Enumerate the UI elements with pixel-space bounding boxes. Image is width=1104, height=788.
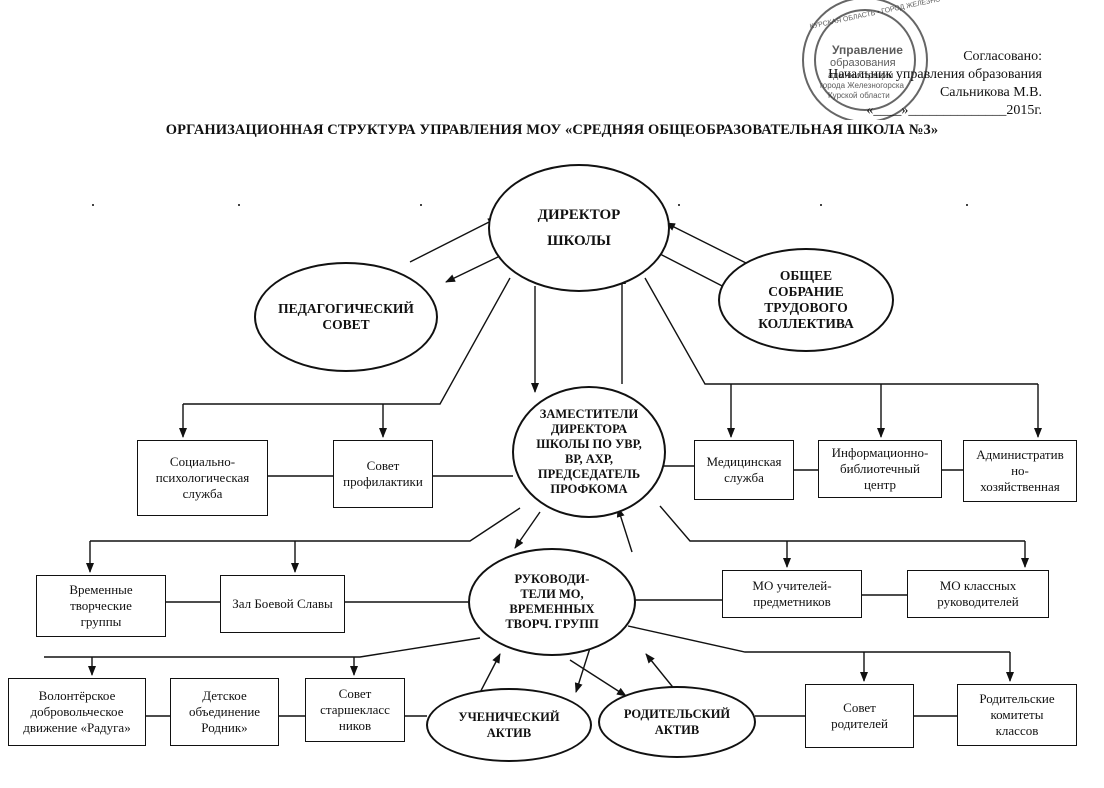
node-parent-committees-label: Родительские комитеты классов [979, 691, 1055, 738]
scan-dot [678, 204, 680, 206]
node-pedagogical-council-label: ПЕДАГОГИЧЕСКИЙ СОВЕТ [278, 301, 414, 332]
stamp-text-5: Курской области [828, 91, 890, 100]
node-pedagogical-council: ПЕДАГОГИЧЕСКИЙ СОВЕТ [254, 262, 438, 372]
node-social-service: Социально- психологическая служба [137, 440, 268, 516]
arrow-deputies-to-heads [514, 511, 541, 549]
scan-dot [820, 204, 822, 206]
node-rodnik: Детское объединение Родник» [170, 678, 279, 746]
approval-line-1: Согласовано: [963, 49, 1042, 64]
node-glory-hall-label: Зал Боевой Славы [232, 596, 333, 611]
line-heads-left-branch [44, 637, 481, 658]
stamp-text-4: города Железногорска [820, 81, 905, 90]
page-title: ОРГАНИЗАЦИОННАЯ СТРУКТУРА УПРАВЛЕНИЯ МОУ… [165, 122, 939, 138]
arrow-heads-to-deputies [616, 507, 633, 553]
node-deputies-label: ЗАМЕСТИТЕЛИ ДИРЕКТОРА ШКОЛЫ ПО УВР, ВР, … [536, 407, 642, 496]
line-deputies-right-branch [659, 505, 1025, 542]
stamp-text-2: образования [830, 57, 896, 69]
node-mo-teachers: МО учителей- предметников [722, 570, 862, 618]
line-director-left-branch [183, 277, 511, 405]
node-director: ДИРЕКТОР ШКОЛЫ [488, 164, 670, 292]
arrow-heads-to-student [574, 647, 591, 693]
stamp-text-3: администрации [828, 70, 893, 80]
node-mo-class: МО классных руководителей [907, 570, 1049, 618]
approval-line-3: Сальникова М.В. [939, 85, 1042, 100]
node-medical: Медицинская служба [694, 440, 794, 500]
node-creative-groups: Временные творческие группы [36, 575, 166, 637]
node-parent-active: РОДИТЕЛЬСКИЙ АКТИВ [598, 686, 756, 758]
node-senior-council-label: Совет старшекласс ников [320, 686, 390, 733]
scan-dot [420, 204, 422, 206]
line-deputies-left-branch [90, 507, 521, 542]
node-admin-econ: Административ но- хозяйственная [963, 440, 1077, 502]
official-stamp: Управление образования администрации гор… [802, 0, 940, 120]
line-heads-right-branch [627, 625, 1010, 653]
node-prevention-council: Совет профилактики [333, 440, 433, 508]
node-heads: РУКОВОДИ- ТЕЛИ МО, ВРЕМЕННЫХ ТВОРЧ. ГРУП… [468, 548, 636, 656]
node-admin-econ-label: Административ но- хозяйственная [976, 447, 1064, 494]
node-deputies: ЗАМЕСТИТЕЛИ ДИРЕКТОРА ШКОЛЫ ПО УВР, ВР, … [512, 386, 666, 518]
scan-dot [238, 204, 240, 206]
node-rodnik-label: Детское объединение Родник» [188, 688, 261, 735]
stamp-ring-text: КУРСКАЯ ОБЛАСТЬ • ГОРОД ЖЕЛЕЗНОГОРСК • [809, 0, 940, 31]
node-medical-label: Медицинская служба [706, 454, 782, 485]
arrow-ped-to-director [409, 217, 498, 263]
node-mo-class-label: МО классных руководителей [937, 578, 1019, 609]
node-parent-council-label: Совет родителей [831, 700, 888, 731]
node-director-label: ДИРЕКТОР ШКОЛЫ [537, 207, 621, 249]
node-prevention-council-label: Совет профилактики [343, 458, 423, 489]
node-social-service-label: Социально- психологическая служба [155, 454, 250, 501]
arrow-director-to-meeting [659, 253, 731, 291]
approval-line-4: «____»______________2015г. [866, 103, 1042, 118]
node-heads-label: РУКОВОДИ- ТЕЛИ МО, ВРЕМЕННЫХ ТВОРЧ. ГРУП… [505, 572, 599, 631]
node-parent-active-label: РОДИТЕЛЬСКИЙ АКТИВ [623, 707, 731, 737]
node-senior-council: Совет старшекласс ников [305, 678, 405, 742]
node-library: Информационно- библиотечный центр [818, 440, 942, 498]
arrow-meeting-to-director [665, 222, 753, 267]
node-volunteer-label: Волонтёрское добровольческое движение «Р… [23, 688, 131, 735]
node-student-active: УЧЕНИЧЕСКИЙ АКТИВ [426, 688, 592, 762]
approval-line-2: Начальник управления образования [828, 67, 1042, 82]
approval-block: Согласовано: Начальник управления образо… [782, 48, 1042, 120]
node-volunteer: Волонтёрское добровольческое движение «Р… [8, 678, 146, 746]
node-glory-hall: Зал Боевой Славы [220, 575, 345, 633]
node-library-label: Информационно- библиотечный центр [831, 445, 929, 492]
node-general-meeting-label: ОБЩЕЕ СОБРАНИЕ ТРУДОВОГО КОЛЛЕКТИВА [758, 268, 854, 331]
arrow-director-to-ped [445, 255, 501, 283]
node-mo-teachers-label: МО учителей- предметников [752, 578, 832, 609]
stamp-text-1: Управление [832, 43, 903, 57]
arrow-heads-to-parent [569, 659, 627, 697]
line-director-right-branch [644, 277, 1038, 385]
node-parent-council: Совет родителей [805, 684, 914, 748]
scan-dot [92, 204, 94, 206]
scan-dot [966, 204, 968, 206]
node-general-meeting: ОБЩЕЕ СОБРАНИЕ ТРУДОВОГО КОЛЛЕКТИВА [718, 248, 894, 352]
node-student-active-label: УЧЕНИЧЕСКИЙ АКТИВ [458, 710, 560, 740]
node-parent-committees: Родительские комитеты классов [957, 684, 1077, 746]
node-creative-groups-label: Временные творческие группы [69, 582, 133, 629]
